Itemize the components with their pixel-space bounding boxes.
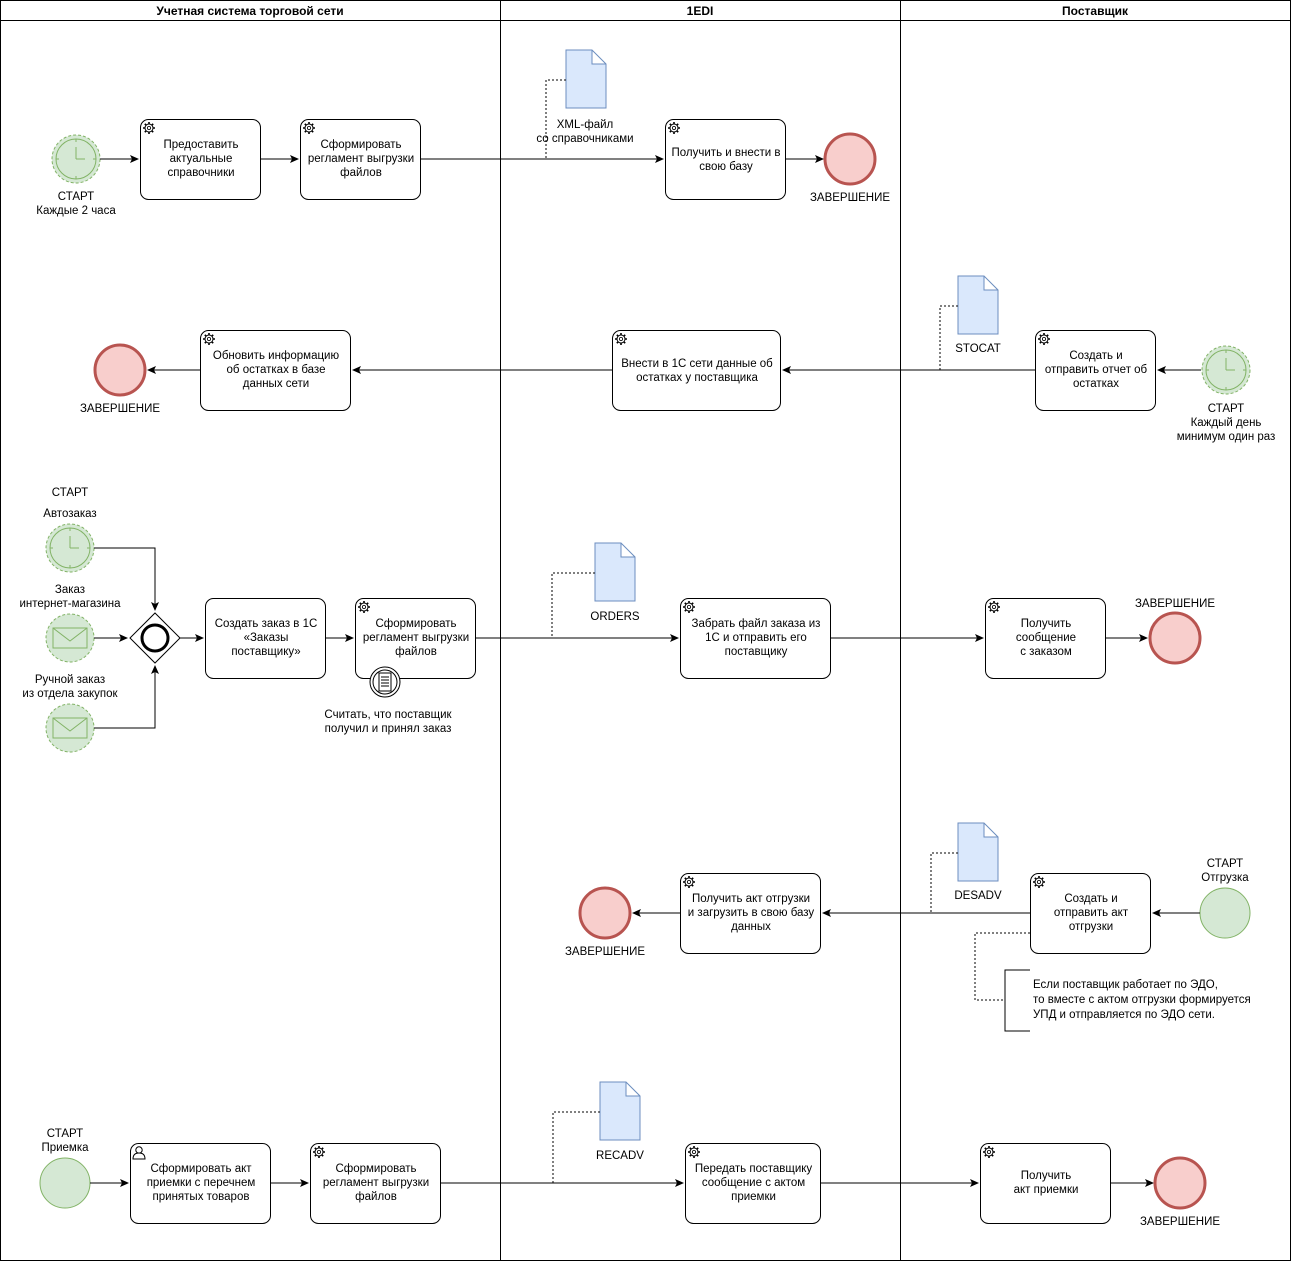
start-event-label: СТАРТ Каждые 2 часа bbox=[36, 191, 116, 217]
end-event bbox=[578, 886, 632, 940]
end-event bbox=[93, 343, 147, 397]
start-event-label: СТАРТ Каждый день минимум один раз bbox=[1176, 403, 1276, 443]
gear-icon bbox=[142, 121, 156, 135]
user-icon bbox=[132, 1146, 146, 1160]
gateway-marker-icon bbox=[140, 623, 170, 653]
task-label: Обновить информацию об остатках в базе д… bbox=[212, 350, 340, 390]
task-label: Получить акт отгрузки и загрузить в свою… bbox=[687, 893, 815, 933]
end-event-label: ЗАВЕРШЕНИЕ bbox=[564, 946, 646, 958]
end-event-label: ЗАВЕРШЕНИЕ bbox=[1134, 598, 1216, 610]
gear-icon bbox=[982, 1145, 996, 1159]
task-label: Создать и отправить отчет об остатках bbox=[1044, 350, 1148, 390]
task-receive-shipment-act[interactable] bbox=[680, 873, 821, 954]
end-event-label: ЗАВЕРШЕНИЕ bbox=[79, 403, 161, 415]
document-icon bbox=[957, 275, 999, 335]
association-line bbox=[930, 852, 958, 913]
document-label: XML-файл со справочниками bbox=[536, 119, 634, 145]
row-5 bbox=[39, 1081, 1207, 1224]
end-event bbox=[823, 132, 877, 186]
task-label: Передать поставщику сообщение с актом пр… bbox=[694, 1163, 813, 1203]
gear-icon bbox=[1032, 875, 1046, 889]
row-2 bbox=[93, 275, 1251, 411]
start-event-label: Автозаказ bbox=[43, 508, 97, 520]
document-icon bbox=[565, 49, 607, 109]
row-1 bbox=[51, 49, 877, 200]
task-enter-stock-data[interactable] bbox=[612, 330, 781, 411]
start-event-label: Ручной заказ из отдела закупок bbox=[22, 674, 118, 700]
end-event-label: ЗАВЕРШЕНИЕ bbox=[809, 192, 891, 204]
association-line bbox=[552, 1111, 600, 1183]
task-label: Предоставить актуальные справочники bbox=[163, 139, 239, 179]
start-event-label: СТАРТ Отгрузка bbox=[1201, 858, 1249, 884]
document-icon bbox=[599, 1081, 641, 1141]
task-label: Сформировать регламент выгрузки файлов bbox=[362, 618, 470, 658]
start-event bbox=[1199, 887, 1251, 939]
gear-icon bbox=[687, 1145, 701, 1159]
association-line bbox=[974, 932, 1030, 1001]
task-create-shipment-act[interactable] bbox=[1030, 873, 1151, 954]
sequence-flow bbox=[94, 547, 159, 611]
task-label: Сформировать регламент выгрузки файлов bbox=[322, 1163, 430, 1203]
envelope-icon bbox=[52, 717, 88, 739]
start-event-label: Заказ интернет-магазина bbox=[19, 584, 121, 610]
task-label: Забрать файл заказа из 1С и отправить ег… bbox=[691, 618, 821, 658]
document-label: ORDERS bbox=[590, 611, 640, 623]
row-3 bbox=[45, 523, 1202, 753]
task-update-stock-info[interactable] bbox=[200, 330, 351, 411]
gear-icon bbox=[1037, 332, 1051, 346]
task-label: Сформировать акт приемки с перечнем прин… bbox=[146, 1163, 256, 1203]
task-label: Внести в 1С сети данные об остатках у по… bbox=[621, 358, 773, 384]
task-label: Создать заказ в 1С «Заказы поставщику» bbox=[214, 618, 318, 658]
association-line bbox=[545, 79, 566, 160]
task-label: Сформировать регламент выгрузки файлов bbox=[307, 139, 415, 179]
end-event bbox=[1153, 1156, 1207, 1210]
task-create-stock-report[interactable] bbox=[1035, 330, 1156, 411]
task-label: Получить и внести в свою базу bbox=[671, 147, 781, 173]
end-event bbox=[1148, 611, 1202, 665]
task-label: Получить сообщение с заказом bbox=[1015, 618, 1077, 658]
task-label: Создать и отправить акт отгрузки bbox=[1053, 893, 1129, 933]
boundary-event-label: Считать, что поставщик получил и принял … bbox=[324, 709, 452, 735]
envelope-icon bbox=[52, 627, 88, 649]
row-4 bbox=[578, 822, 1251, 1032]
sequence-flow bbox=[94, 665, 159, 729]
task-label: Получить акт приемки bbox=[1013, 1170, 1079, 1196]
gear-icon bbox=[312, 1145, 326, 1159]
text-annotation-bracket bbox=[1004, 969, 1030, 1032]
document-icon bbox=[957, 822, 999, 882]
start-event-label: СТАРТ Приемка bbox=[41, 1128, 89, 1154]
lane-title-retail: Учетная система торговой сети bbox=[156, 4, 343, 18]
conditional-icon bbox=[378, 672, 392, 692]
document-label: RECADV bbox=[596, 1150, 644, 1162]
document-label: DESADV bbox=[954, 890, 1002, 902]
document-icon bbox=[594, 542, 636, 602]
text-annotation: Если поставщик работает по ЭДО, то вмест… bbox=[1033, 979, 1251, 1021]
document-label: STOCAT bbox=[955, 343, 1001, 355]
association-line bbox=[551, 572, 595, 638]
lane-title-1edi: 1EDI bbox=[687, 4, 714, 18]
end-event-label: ЗАВЕРШЕНИЕ bbox=[1139, 1216, 1221, 1228]
association-line bbox=[939, 305, 958, 370]
lane-title-supplier: Поставщик bbox=[1062, 4, 1129, 18]
start-event bbox=[39, 1157, 91, 1209]
start-title: СТАРТ bbox=[51, 487, 89, 499]
